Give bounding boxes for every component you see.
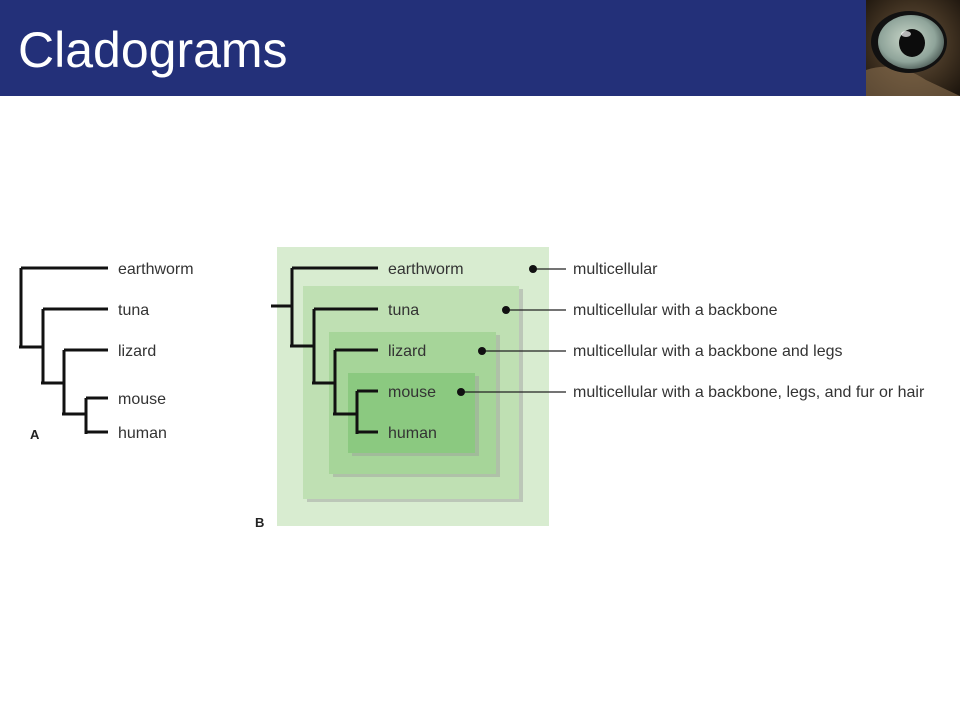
- taxon-label-lizard: lizard: [388, 343, 426, 360]
- slide-title: Cladograms: [18, 22, 288, 78]
- taxon-label-earthworm: earthworm: [118, 261, 194, 278]
- cladogram-b: [271, 266, 378, 434]
- cladogram-a: [19, 266, 108, 434]
- group-label-fur: multicellular with a backbone, legs, and…: [573, 384, 925, 401]
- group-label-multicellular: multicellular: [573, 261, 658, 278]
- callout-dot: [502, 306, 510, 314]
- group-label-legs: multicellular with a backbone and legs: [573, 343, 842, 360]
- taxon-label-lizard: lizard: [118, 343, 156, 360]
- taxon-label-tuna: tuna: [388, 302, 419, 319]
- callout-leaders: [461, 268, 566, 393]
- eye-photo-icon: [866, 0, 960, 96]
- taxon-label-human: human: [388, 425, 437, 442]
- taxon-label-earthworm: earthworm: [388, 261, 464, 278]
- group-box-fur: [348, 373, 475, 453]
- callout-dot: [457, 388, 465, 396]
- panel-a-letter: A: [30, 427, 40, 442]
- taxon-label-human: human: [118, 425, 167, 442]
- taxon-label-mouse: mouse: [118, 391, 166, 408]
- group-label-backbone: multicellular with a backbone: [573, 302, 778, 319]
- panel-b-letter: B: [255, 515, 264, 530]
- callout-dot: [529, 265, 537, 273]
- title-bar: Cladograms: [0, 0, 866, 96]
- taxon-label-mouse: mouse: [388, 384, 436, 401]
- callout-dot: [478, 347, 486, 355]
- taxon-label-tuna: tuna: [118, 302, 149, 319]
